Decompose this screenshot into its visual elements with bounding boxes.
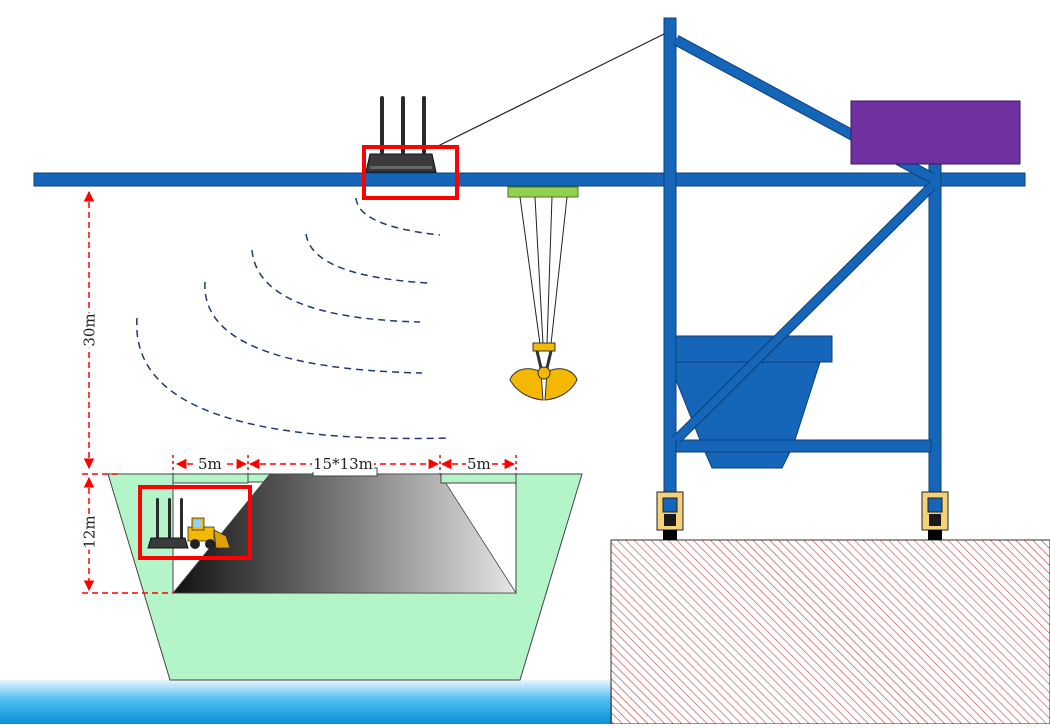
grab-bucket-icon (509, 342, 578, 401)
crane-forestay (437, 33, 665, 147)
crane-leg-left (663, 17, 677, 499)
quay-wall (610, 539, 1050, 725)
dimension-label-height-top: 30m (80, 312, 99, 348)
wheel-loader-icon (187, 517, 231, 549)
wireless-signal-arcs (136, 197, 451, 440)
hatch-cover-right (440, 473, 517, 484)
hatch-cover-left (172, 473, 249, 484)
router-top (365, 96, 437, 173)
router-top-highlight (362, 145, 459, 200)
dimension-label-right-margin: 5m (466, 455, 492, 473)
hoist-ropes (519, 196, 568, 345)
crane-wheels-left (656, 491, 684, 540)
router-ship-highlight (138, 485, 252, 560)
crane-wheels-right (921, 491, 949, 540)
dimension-label-left-margin: 5m (197, 455, 223, 473)
water-surface (0, 680, 612, 724)
crane-boom (33, 172, 1026, 187)
router-ship (147, 498, 189, 549)
dimension-label-center-area: 15*13m (312, 455, 374, 473)
machine-house (850, 100, 1021, 165)
dimension-label-height-hold: 12m (80, 514, 99, 550)
crane-crossbeam (675, 439, 932, 453)
trolley (507, 186, 579, 198)
hopper-chute (704, 451, 791, 469)
